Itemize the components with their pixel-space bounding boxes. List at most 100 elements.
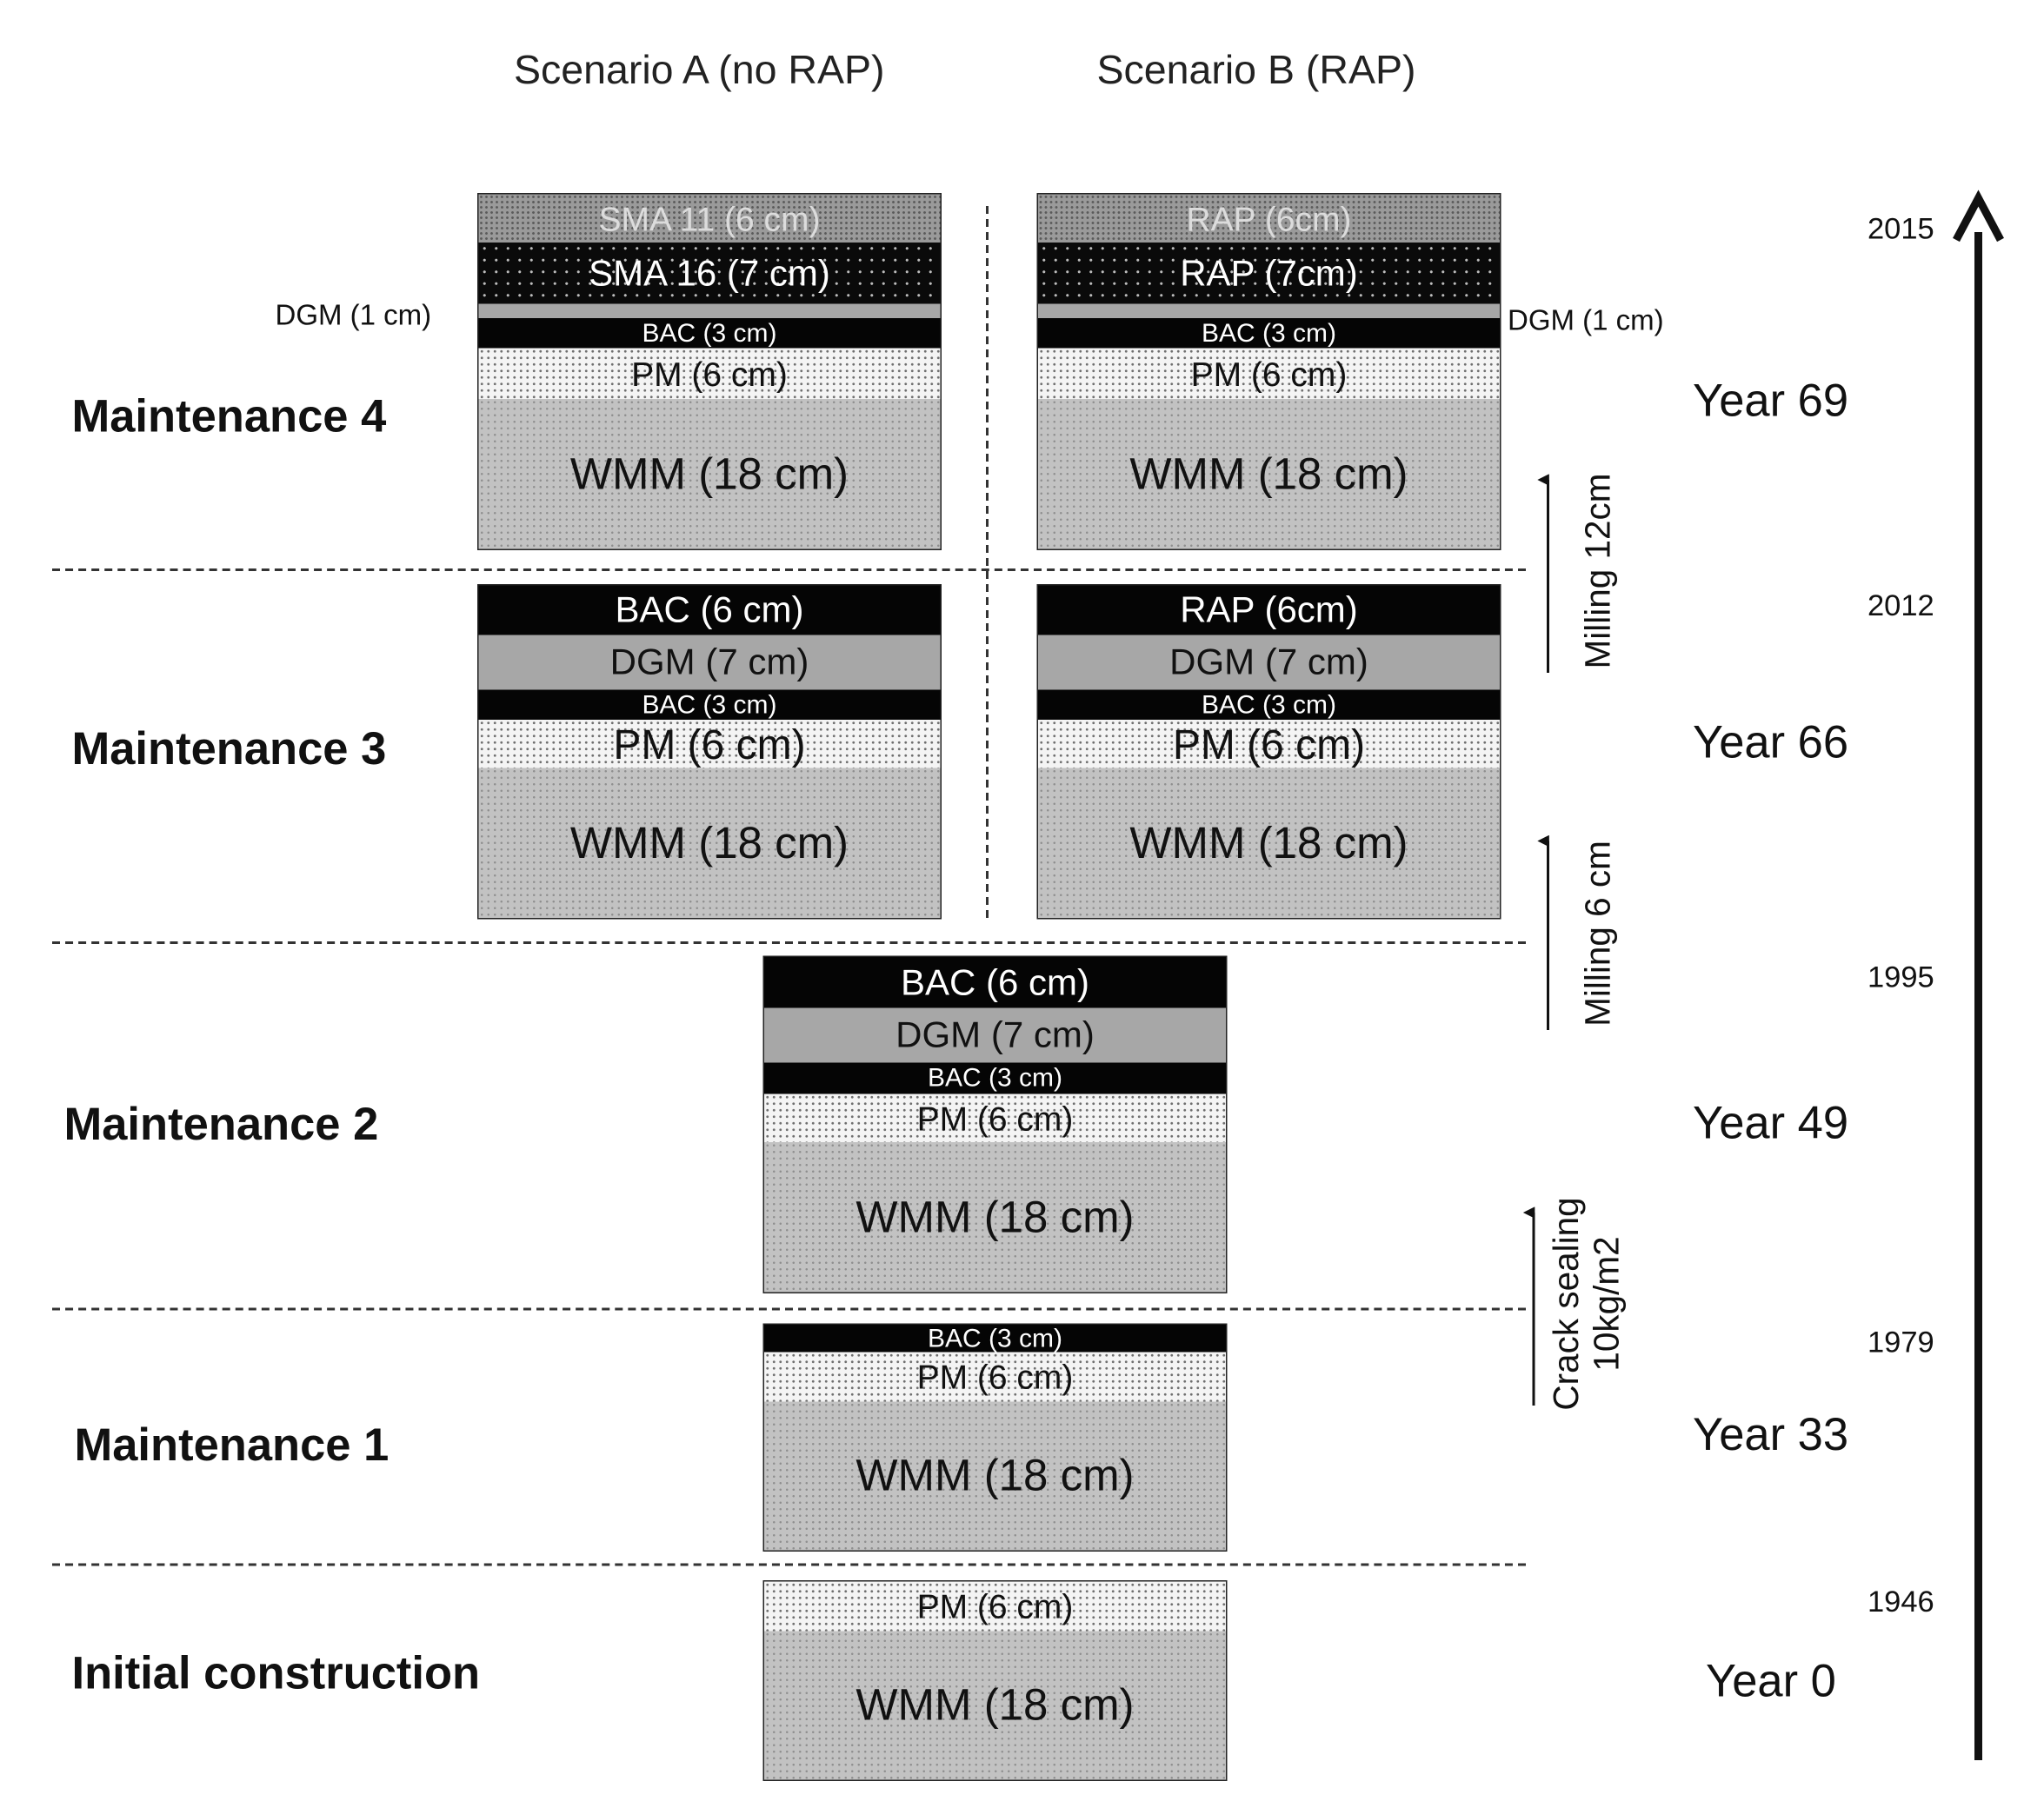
dgm-callout-scenario-b: DGM (1 cm)	[1508, 303, 1664, 337]
layer-label: WMM (18 cm)	[1129, 449, 1408, 499]
scenario-divider	[986, 206, 989, 918]
layer-label: BAC (3 cm)	[927, 1064, 1063, 1093]
separator-m3-m2	[52, 941, 1526, 944]
layer-pm: PM (6 cm)	[762, 1580, 1228, 1632]
layer-label: RAP (7cm)	[1180, 252, 1358, 293]
layer-stack-maintenance-3-scenario-b: RAP (6cm) DGM (7 cm) BAC (3 cm)PM (6 cm) WM…	[1036, 584, 1501, 920]
layer-bac: BAC (6 cm)	[477, 584, 942, 635]
layer-wmm: WMM (18 cm)	[762, 1401, 1228, 1552]
layer-label: PM (6 cm)	[631, 354, 788, 394]
layer-label: PM (6 cm)	[916, 1098, 1074, 1138]
layer-label: WMM (18 cm)	[856, 1451, 1135, 1501]
year-label-49: Year 49	[1693, 1098, 1849, 1149]
layer-label: SMA 16 (7 cm)	[589, 252, 830, 293]
layer-stack-maintenance-4-scenario-b: RAP (6cm) RAP (7cm) BAC (3 cm) PM (6 cm) WMM…	[1036, 193, 1501, 550]
layer-label: PM (6 cm)	[613, 720, 806, 768]
layer-pm: PM (6 cm)	[762, 1093, 1228, 1142]
layer-label: BAC (3 cm)	[642, 318, 777, 348]
calendar-year-2015: 2015	[1868, 211, 1934, 245]
layer-bac: RAP (6cm)	[1036, 584, 1501, 635]
separator-m2-m1	[52, 1307, 1526, 1311]
layer-label: DGM (7 cm)	[895, 1014, 1095, 1055]
layer-stack-initial-construction: PM (6 cm) WMM (18 cm)	[762, 1580, 1228, 1781]
layer-label: PM (6 cm)	[916, 1586, 1074, 1626]
layer-label: WMM (18 cm)	[1129, 818, 1408, 868]
stage-label-maintenance-3: Maintenance 3	[71, 723, 387, 775]
layer-label: WMM (18 cm)	[569, 449, 849, 499]
layer-label: SMA 11 (6 cm)	[598, 198, 821, 238]
layer-label: DGM (7 cm)	[1169, 641, 1368, 682]
layer-wmm: WMM (18 cm)	[762, 1142, 1228, 1293]
layer-sma16: SMA 16 (7 cm)	[477, 243, 942, 304]
layer-pm: PM (6 cm)	[1036, 348, 1501, 399]
layer-label: BAC (6 cm)	[900, 961, 1090, 1002]
layer-pm: PM (6 cm)	[477, 720, 942, 768]
layer-label: WMM (18 cm)	[856, 1680, 1135, 1731]
layer-bac: BAC (6 cm)	[762, 955, 1228, 1008]
layer-label: PM (6 cm)	[916, 1357, 1074, 1397]
layer-dgm: DGM (7 cm)	[477, 635, 942, 690]
year-label-66: Year 66	[1693, 717, 1849, 768]
separator-m1-initial	[52, 1563, 1526, 1566]
layer-wmm: WMM (18 cm)	[762, 1631, 1228, 1781]
year-label-0: Year 0	[1706, 1656, 1836, 1707]
crack-sealing-line-1: Crack sealing	[1546, 1197, 1586, 1411]
layer-label: BAC (6 cm)	[615, 589, 804, 630]
layer-bac: BAC (3 cm)	[1036, 318, 1501, 349]
stage-label-maintenance-1: Maintenance 1	[74, 1419, 389, 1472]
stage-label-initial-construction: Initial construction	[71, 1648, 481, 1699]
layer-pm: PM (6 cm)	[477, 348, 942, 399]
layer-label: DGM (7 cm)	[609, 641, 809, 682]
milling-12-label: Milling 12cm	[1578, 473, 1618, 669]
calendar-year-1995: 1995	[1868, 960, 1934, 994]
year-label-33: Year 33	[1693, 1409, 1849, 1461]
layer-dgm	[477, 303, 942, 318]
layer-bac: BAC (3 cm)	[762, 1062, 1228, 1094]
stage-label-maintenance-4: Maintenance 4	[71, 391, 387, 442]
layer-stack-maintenance-4-scenario-a: SMA 11 (6 cm) SMA 16 (7 cm) BAC (3 cm) PM (…	[477, 193, 942, 550]
layer-dgm	[1036, 303, 1501, 318]
layer-bac: BAC (3 cm)	[477, 318, 942, 349]
layer-label: WMM (18 cm)	[569, 818, 849, 868]
layer-sma16: RAP (7cm)	[1036, 243, 1501, 304]
scenario-a-header: Scenario A (no RAP)	[514, 47, 885, 93]
layer-wmm: WMM (18 cm)	[1036, 768, 1501, 920]
scenario-b-header: Scenario B (RAP)	[1096, 47, 1416, 93]
layer-label: BAC (3 cm)	[927, 1324, 1063, 1353]
layer-stack-maintenance-1: BAC (3 cm) PM (6 cm) WMM (18 cm)	[762, 1323, 1228, 1552]
layer-dgm: DGM (7 cm)	[762, 1007, 1228, 1063]
calendar-year-1979: 1979	[1868, 1325, 1934, 1359]
layer-wmm: WMM (18 cm)	[477, 399, 942, 550]
layer-sma11: SMA 11 (6 cm)	[477, 193, 942, 243]
layer-label: BAC (3 cm)	[1201, 318, 1337, 348]
layer-sma11: RAP (6cm)	[1036, 193, 1501, 243]
layer-label: BAC (3 cm)	[642, 690, 777, 720]
timeline-arrow-head	[1953, 189, 2004, 243]
layer-bac: BAC (3 cm)	[477, 689, 942, 720]
layer-label: RAP (6cm)	[1186, 198, 1352, 238]
layer-label: PM (6 cm)	[1172, 720, 1366, 768]
layer-wmm: WMM (18 cm)	[477, 768, 942, 920]
layer-label: BAC (3 cm)	[1201, 690, 1337, 720]
dgm-callout-scenario-a: DGM (1 cm)	[275, 298, 432, 332]
stage-label-maintenance-2: Maintenance 2	[63, 1099, 379, 1151]
year-label-69: Year 69	[1693, 376, 1849, 427]
layer-pm: PM (6 cm)	[762, 1352, 1228, 1402]
calendar-year-1946: 1946	[1868, 1584, 1934, 1619]
calendar-year-2012: 2012	[1868, 588, 1934, 622]
layer-dgm: DGM (7 cm)	[1036, 635, 1501, 690]
layer-bac: BAC (3 cm)	[1036, 689, 1501, 720]
layer-wmm: WMM (18 cm)	[1036, 399, 1501, 550]
milling-6-label: Milling 6 cm	[1578, 841, 1618, 1027]
layer-label: RAP (6cm)	[1180, 589, 1358, 630]
layer-stack-maintenance-2: BAC (6 cm) DGM (7 cm) BAC (3 cm) PM (6 cm)W…	[762, 955, 1228, 1293]
layer-label: PM (6 cm)	[1190, 354, 1348, 394]
separator-m4-m3	[52, 568, 1526, 571]
crack-sealing-label: Crack sealing 10kg/m2	[1547, 1197, 1628, 1410]
layer-stack-maintenance-3-scenario-a: BAC (6 cm) DGM (7 cm) BAC (3 cm)PM (6 cm) W…	[477, 584, 942, 920]
layer-bac: BAC (3 cm)	[762, 1323, 1228, 1353]
layer-pm: PM (6 cm)	[1036, 720, 1501, 768]
